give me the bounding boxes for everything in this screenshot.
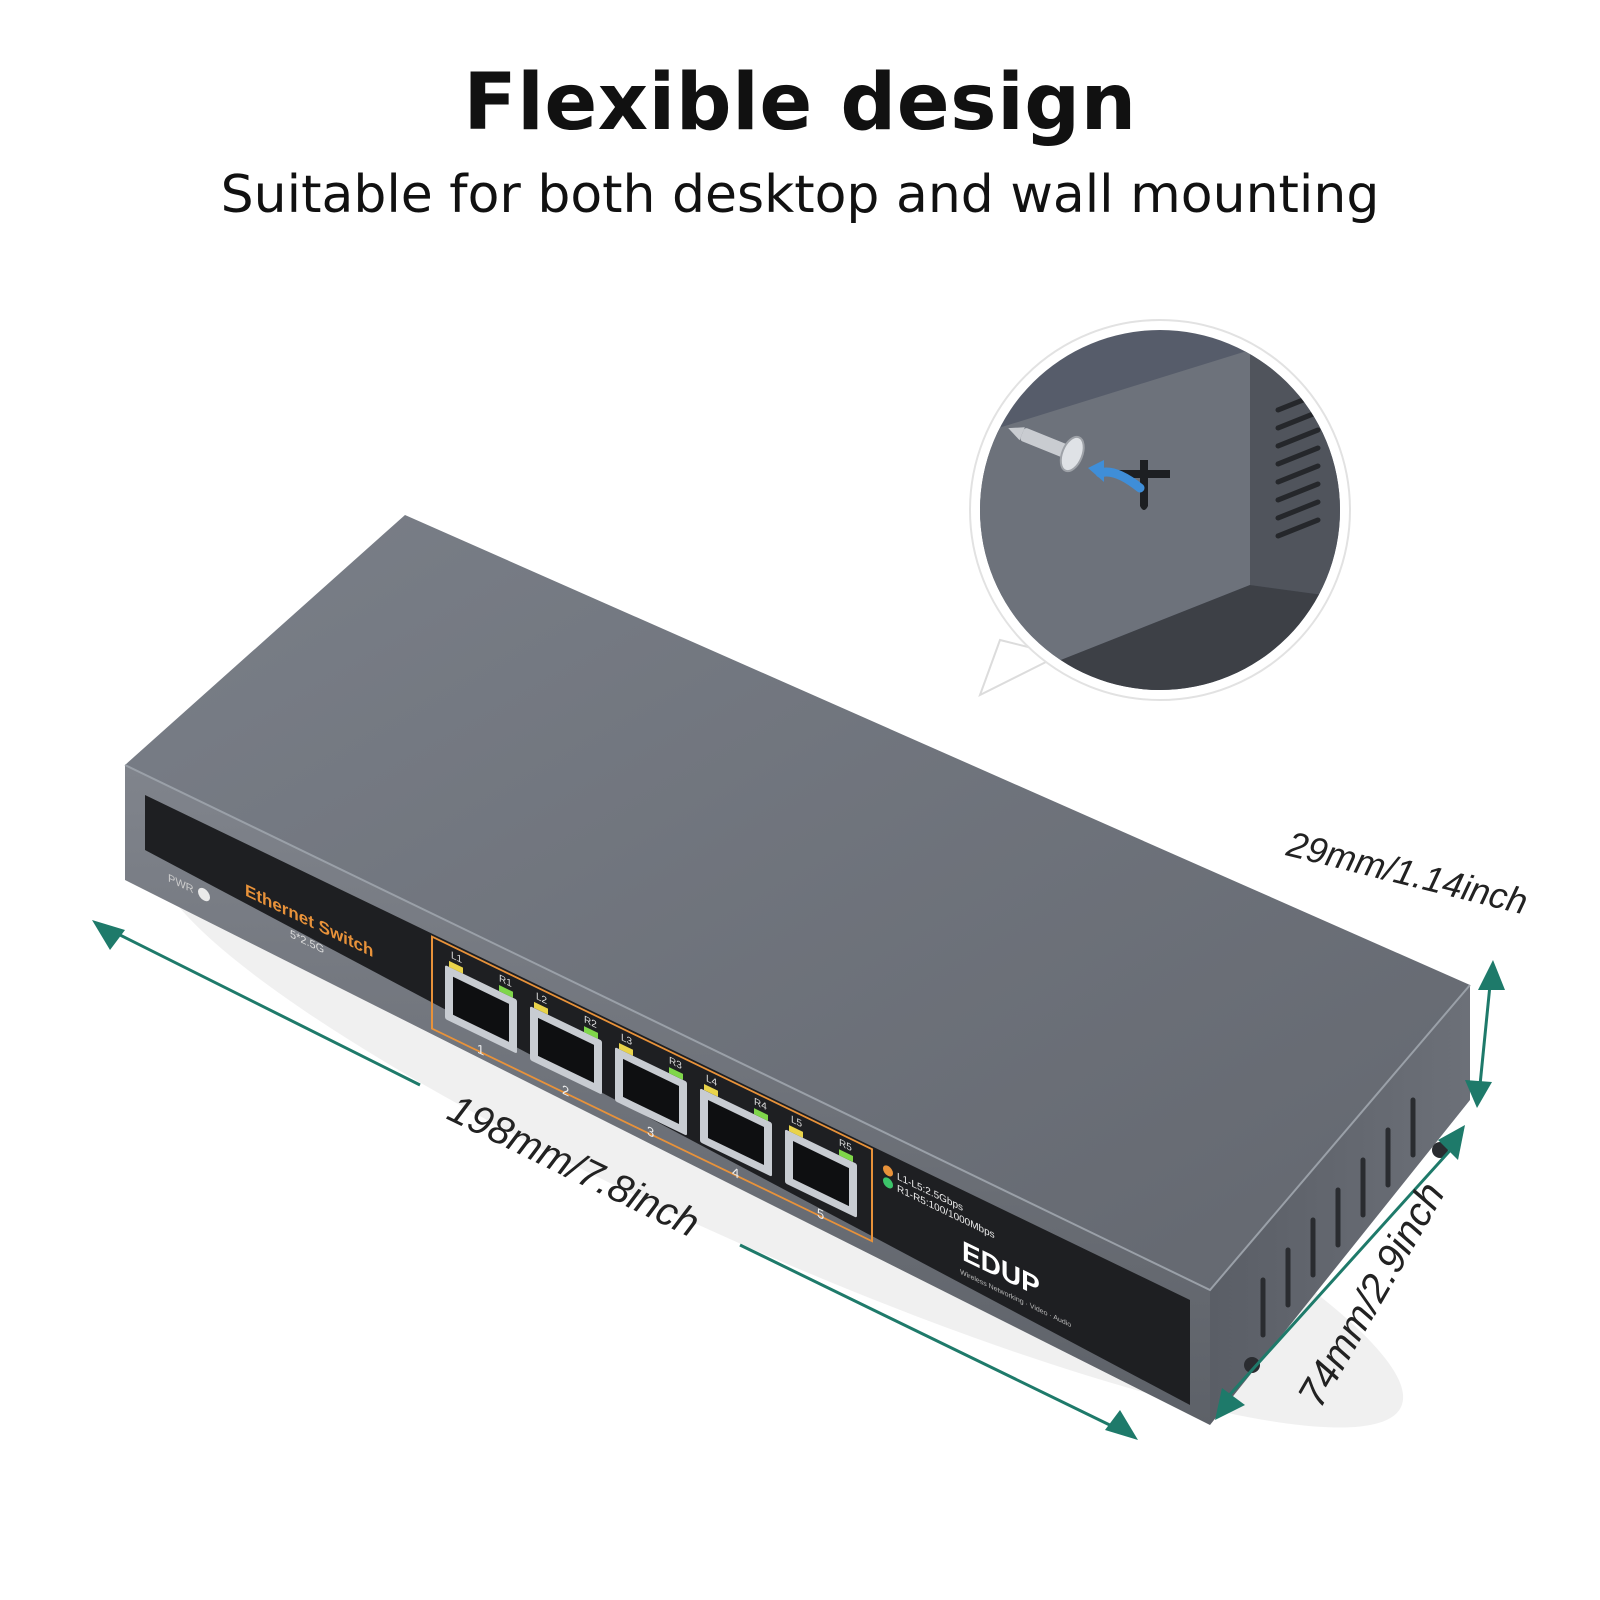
port-number: 1 (477, 1041, 484, 1059)
port-3[interactable]: L3 R3 3 (615, 1029, 687, 1157)
port-number: 2 (562, 1082, 569, 1100)
side-screw-icon (1244, 1357, 1260, 1373)
page-title: Flexible design (463, 58, 1137, 148)
port-number: 5 (817, 1205, 825, 1223)
port-1[interactable]: L1 R1 1 (445, 946, 517, 1074)
width-dimension (1215, 1125, 1465, 1420)
wall-mount-screw-icon (1008, 427, 1085, 473)
port-frame (431, 935, 873, 1243)
page-subtitle: Suitable for both desktop and wall mount… (220, 165, 1380, 225)
port-5[interactable]: L5 R5 5 (785, 1111, 857, 1239)
length-dimension (92, 920, 1138, 1440)
legend-dot-orange (883, 1165, 893, 1177)
side-vents (1260, 1097, 1416, 1338)
port-left-led-label: L1 (451, 949, 462, 966)
wall-mount-callout (969, 319, 1351, 701)
port-2[interactable]: L2 R2 2 (530, 987, 602, 1115)
port-left-led-label: L2 (536, 990, 547, 1007)
port-left-led-label: L3 (621, 1031, 632, 1048)
port-4[interactable]: L4 R4 4 (700, 1070, 772, 1198)
port-number: 3 (647, 1123, 655, 1141)
zoom-vents (1275, 391, 1321, 539)
height-label: 29mm/1.14inch (1282, 823, 1532, 923)
port-number: 4 (732, 1164, 740, 1182)
power-led (198, 887, 210, 902)
height-dimension (1465, 960, 1505, 1108)
port-left-led-label: L5 (791, 1114, 802, 1131)
switch-top-surface (125, 515, 1470, 1290)
port-left-led-label: L4 (706, 1072, 717, 1089)
legend-dot-green (883, 1177, 893, 1189)
keyhole-slot-icon (1118, 460, 1170, 510)
